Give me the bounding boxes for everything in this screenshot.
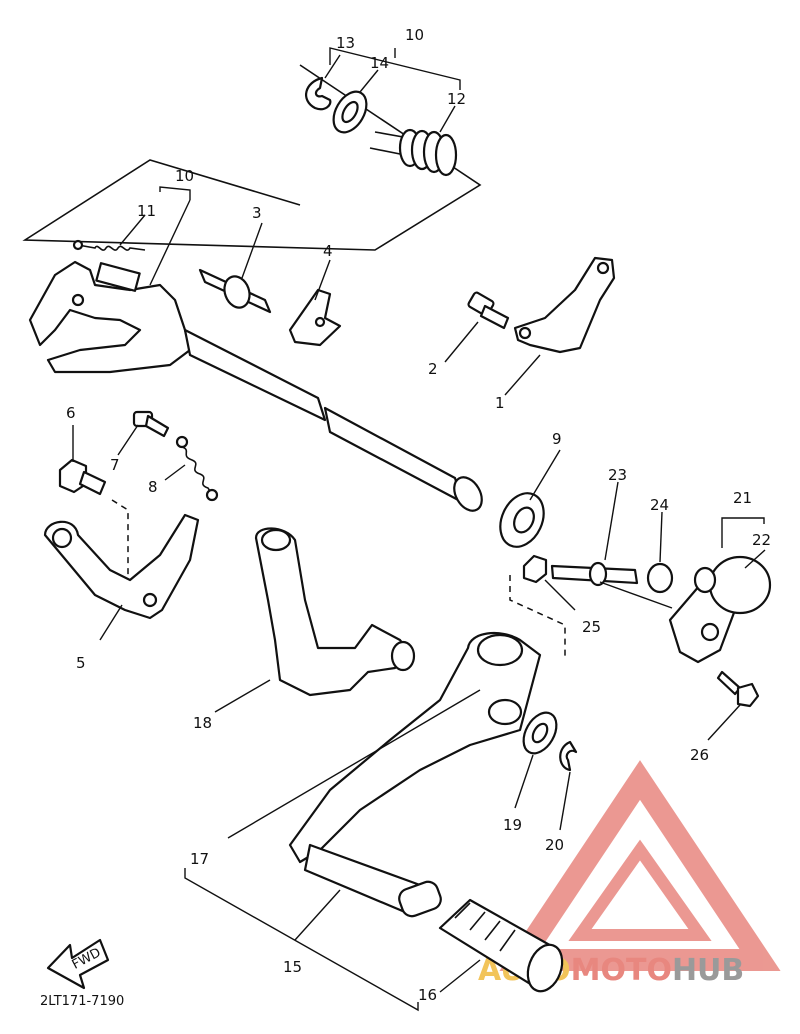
callout-6: 6 (66, 404, 76, 422)
callout-2: 2 (428, 360, 438, 378)
callout-12: 12 (447, 90, 466, 108)
callout-19: 19 (503, 816, 522, 834)
bracket-10-top (329, 47, 461, 90)
clip-20 (559, 740, 578, 772)
washer-19 (522, 711, 558, 755)
oil-seal-9 (499, 492, 545, 548)
forward-arrow-icon: FWD (46, 938, 110, 990)
bolt-7 (132, 410, 170, 438)
callout-1: 1 (495, 394, 505, 412)
circlip-13 (305, 76, 332, 111)
callout-7: 7 (110, 456, 120, 474)
lever-1 (513, 256, 616, 354)
lever-5 (43, 513, 200, 620)
arm-18 (254, 527, 416, 697)
shift-shaft-assembly (28, 260, 483, 512)
diagram-code: 2LT171-7190 (40, 994, 124, 1009)
plate-4 (288, 288, 342, 347)
callout-24: 24 (650, 496, 669, 514)
washer-14 (332, 90, 368, 134)
grip-16 (438, 898, 564, 993)
callout-14: 14 (370, 54, 389, 72)
pedal-17 (288, 632, 542, 918)
callout-26: 26 (690, 746, 709, 764)
callout-5: 5 (76, 654, 86, 672)
callout-13: 13 (336, 34, 355, 52)
callout-11: 11 (137, 202, 156, 220)
spring-8 (175, 435, 219, 502)
callout-22: 22 (752, 531, 771, 549)
callout-18: 18 (193, 714, 212, 732)
callout-20: 20 (545, 836, 564, 854)
spring-11 (72, 239, 146, 251)
callout-10: 10 (175, 167, 194, 185)
joint-21-22 (668, 555, 772, 664)
callout-23: 23 (608, 466, 627, 484)
nut-24 (646, 562, 674, 594)
callout-21: 21 (733, 489, 752, 507)
callout-10: 10 (405, 26, 424, 44)
bolt-26 (716, 670, 760, 708)
callout-25: 25 (582, 618, 601, 636)
callout-9: 9 (552, 430, 562, 448)
stud-23 (550, 561, 639, 587)
bolt-6 (58, 458, 107, 496)
watermark-logo-icon (499, 760, 781, 971)
callout-4: 4 (323, 242, 333, 260)
spring-12 (369, 128, 458, 177)
callout-8: 8 (148, 478, 158, 496)
callout-17: 17 (190, 850, 209, 868)
stud-bolt-3 (198, 268, 272, 314)
callout-15: 15 (283, 958, 302, 976)
nut-25 (522, 554, 548, 584)
callout-16: 16 (418, 986, 437, 1004)
bolt-2 (467, 291, 510, 330)
callout-3: 3 (252, 204, 262, 222)
